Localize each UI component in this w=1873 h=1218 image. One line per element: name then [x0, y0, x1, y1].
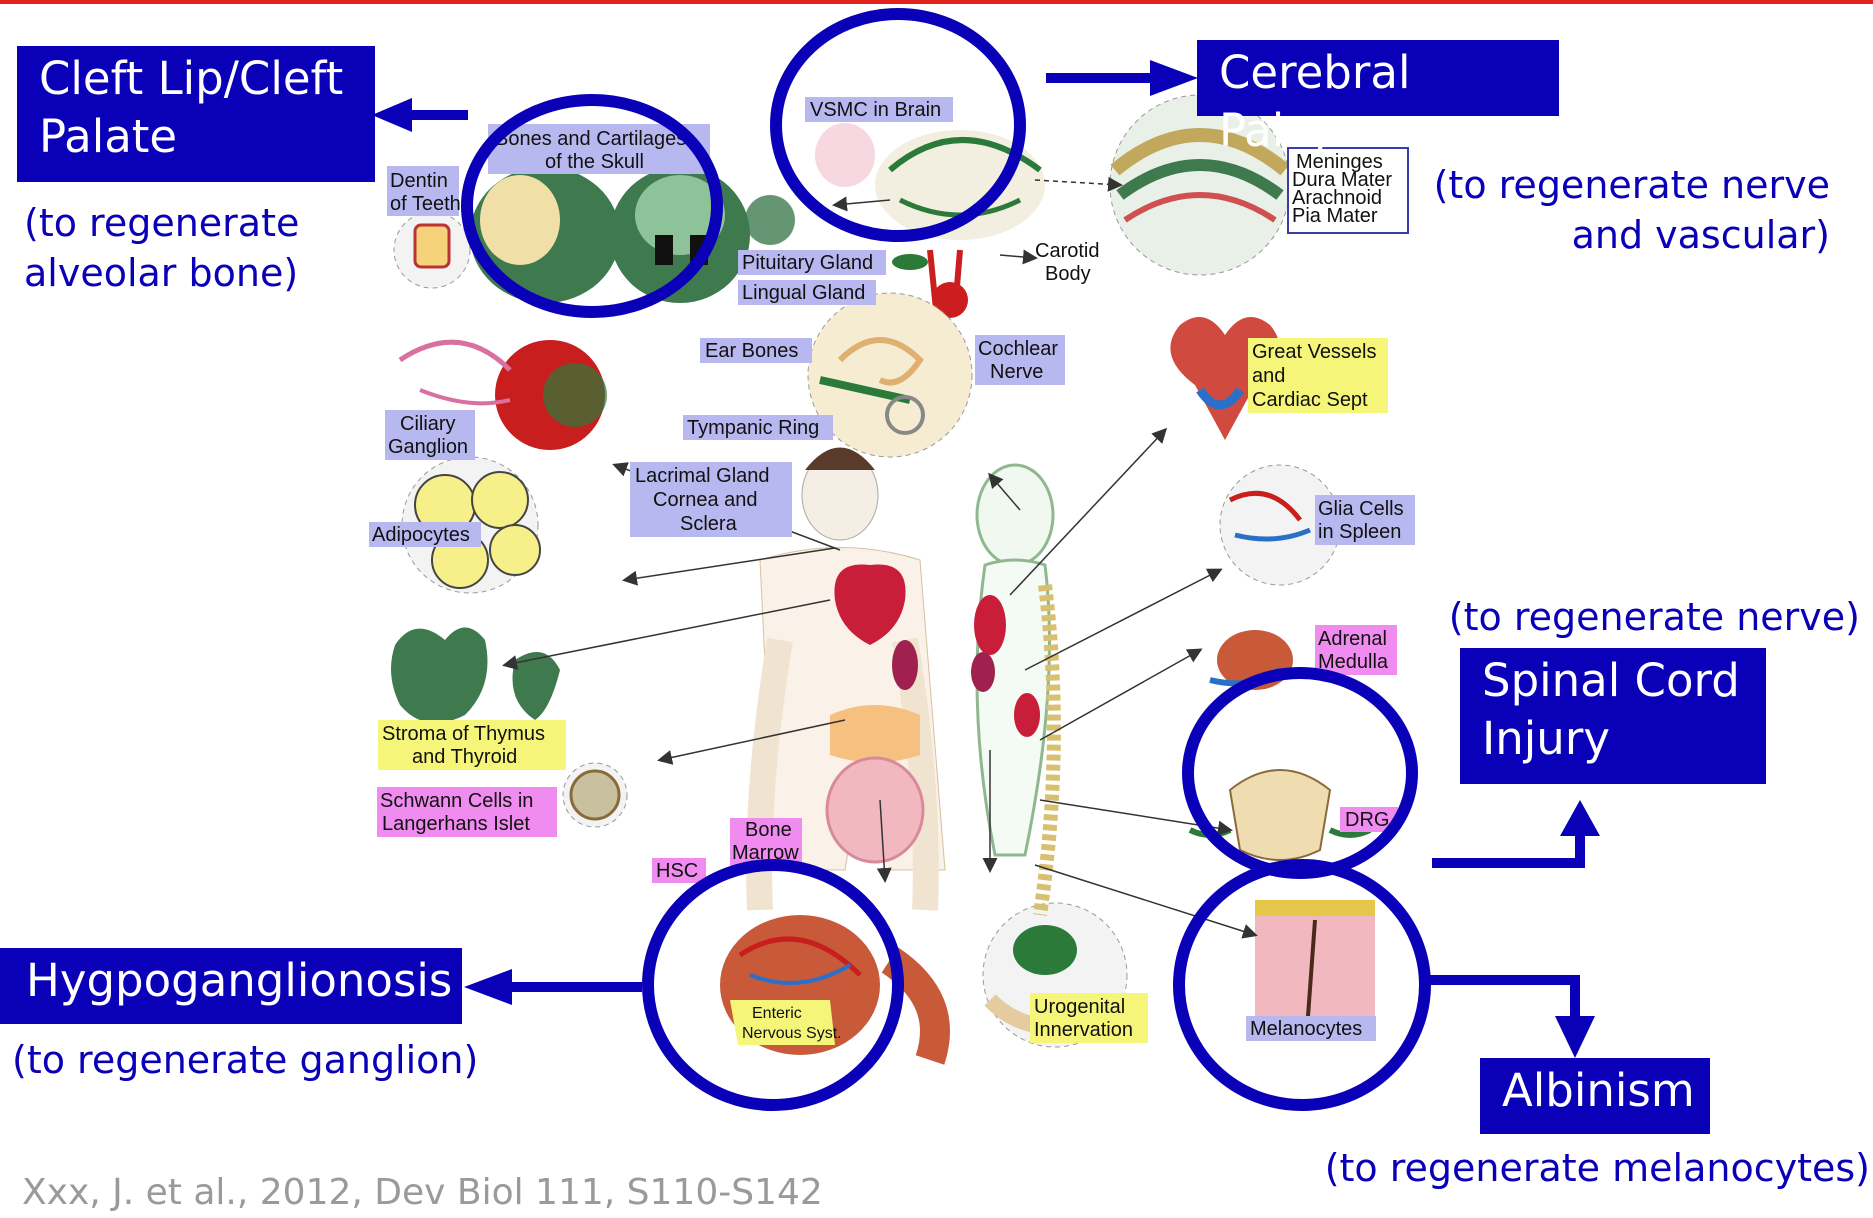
langerhans-illustration — [563, 763, 627, 827]
arrow-hypo-head — [464, 969, 512, 1005]
label-hsc: HSC — [652, 858, 706, 883]
label-great-vessels: Great Vessels and Cardiac Sept — [1248, 338, 1388, 413]
svg-text:and: and — [1252, 365, 1285, 387]
svg-text:Great Vessels: Great Vessels — [1252, 341, 1377, 363]
label-adipocytes: Adipocytes — [369, 522, 481, 547]
note-albinism: (to regenerate melanocytes) — [1320, 1143, 1870, 1193]
skin-illustration — [1255, 900, 1375, 1032]
label-pituitary: Pituitary Gland — [738, 250, 886, 275]
label-enteric: Enteric Nervous Syst. — [730, 1000, 842, 1045]
svg-text:Sclera: Sclera — [680, 513, 738, 535]
label-adrenal: Adrenal Medulla — [1315, 625, 1397, 675]
svg-text:Pituitary Gland: Pituitary Gland — [742, 252, 873, 274]
label-urogenital: Urogenital Innervation — [1030, 993, 1148, 1043]
svg-text:Adipocytes: Adipocytes — [372, 524, 470, 546]
svg-text:of Teeth: of Teeth — [390, 193, 461, 215]
svg-text:Ciliary: Ciliary — [400, 413, 456, 435]
note-cleft: (to regenerate alveolar bone) — [24, 198, 324, 298]
callout-hypoganglionosis: Hygpoganglionosis — [0, 948, 462, 1024]
tooth-illustration — [394, 212, 470, 288]
note-spinal: (to regenerate nerve) — [1430, 592, 1860, 642]
arrow-spinal — [1432, 835, 1580, 863]
label-vsmc: VSMC in Brain — [805, 97, 953, 122]
svg-text:Body: Body — [1045, 263, 1091, 285]
callout-albinism: Albinism — [1480, 1058, 1710, 1134]
callout-spinal-cord: Spinal Cord Injury — [1460, 648, 1766, 784]
label-lacrimal: Lacrimal Gland Cornea and Sclera — [630, 462, 792, 537]
label-dentin: Dentin of Teeth — [387, 166, 461, 216]
svg-text:Nervous Syst.: Nervous Syst. — [742, 1025, 842, 1042]
svg-text:Cardiac Sept: Cardiac Sept — [1252, 389, 1368, 411]
arrow-albinism-head — [1555, 1016, 1595, 1058]
arrow-cerebral-head — [1150, 60, 1198, 96]
label-thymus: Stroma of Thymus and Thyroid — [378, 720, 566, 770]
label-meninges: Meninges Dura Mater Arachnoid Pia Mater — [1288, 148, 1408, 233]
svg-text:Adrenal: Adrenal — [1318, 628, 1387, 650]
note-cerebral: (to regenerate nerve and vascular) — [1430, 160, 1830, 260]
svg-text:Innervation: Innervation — [1034, 1019, 1133, 1041]
callout-cleft-lip: Cleft Lip/Cleft Palate — [17, 46, 375, 182]
svg-text:of the Skull: of the Skull — [545, 151, 644, 173]
svg-text:Glia Cells: Glia Cells — [1318, 498, 1404, 520]
svg-text:Enteric: Enteric — [752, 1005, 802, 1022]
callout-cerebral-palsy: Cerebral Palsy — [1197, 40, 1559, 116]
svg-text:Stroma of Thymus: Stroma of Thymus — [382, 723, 545, 745]
svg-text:Bones and Cartilages: Bones and Cartilages — [495, 128, 686, 150]
svg-text:Schwann Cells in: Schwann Cells in — [380, 790, 533, 812]
svg-text:in Spleen: in Spleen — [1318, 521, 1401, 543]
label-glia: Glia Cells in Spleen — [1315, 495, 1415, 545]
label-carotid: Carotid Body — [1035, 240, 1099, 285]
svg-text:VSMC in Brain: VSMC in Brain — [810, 99, 941, 121]
label-bone-marrow: Bone Marrow — [730, 818, 802, 866]
svg-text:Melanocytes: Melanocytes — [1250, 1018, 1362, 1040]
svg-text:Ear Bones: Ear Bones — [705, 340, 798, 362]
svg-text:Lingual Gland: Lingual Gland — [742, 282, 865, 304]
svg-text:and Thyroid: and Thyroid — [412, 746, 517, 768]
label-ciliary: Ciliary Ganglion — [385, 410, 475, 460]
label-cochlear: Cochlear Nerve — [975, 335, 1065, 385]
label-ear-bones: Ear Bones — [700, 338, 812, 363]
label-lingual: Lingual Gland — [738, 280, 876, 305]
thymus-illustration — [391, 628, 560, 724]
svg-text:Cornea and: Cornea and — [653, 489, 758, 511]
arrow-cleft-head — [372, 98, 412, 132]
svg-text:Tympanic Ring: Tympanic Ring — [687, 417, 819, 439]
human-side-figure — [971, 465, 1054, 915]
svg-text:Medulla: Medulla — [1318, 651, 1389, 673]
svg-text:Urogenital: Urogenital — [1034, 996, 1125, 1018]
svg-text:Lacrimal Gland: Lacrimal Gland — [635, 465, 770, 487]
svg-text:Pia Mater: Pia Mater — [1292, 205, 1378, 227]
label-schwann: Schwann Cells in Langerhans Islet — [377, 787, 557, 837]
label-melanocytes: Melanocytes — [1246, 1016, 1376, 1041]
arrow-albinism — [1430, 980, 1575, 1018]
citation: Xxx, J. et al., 2012, Dev Biol 111, S110… — [22, 1168, 922, 1218]
svg-text:DRG: DRG — [1345, 809, 1389, 831]
note-hypo: (to regenerate ganglion) — [12, 1035, 492, 1085]
arrow-spinal-head — [1560, 800, 1600, 836]
label-tympanic: Tympanic Ring — [683, 415, 833, 440]
svg-text:HSC: HSC — [656, 860, 698, 882]
svg-text:Carotid: Carotid — [1035, 240, 1099, 262]
svg-text:Bone: Bone — [745, 819, 792, 841]
svg-text:Ganglion: Ganglion — [388, 436, 468, 458]
svg-text:Dentin: Dentin — [390, 170, 448, 192]
svg-text:Cochlear: Cochlear — [978, 338, 1058, 360]
svg-text:Langerhans Islet: Langerhans Islet — [382, 813, 530, 835]
svg-text:Nerve: Nerve — [990, 361, 1043, 383]
